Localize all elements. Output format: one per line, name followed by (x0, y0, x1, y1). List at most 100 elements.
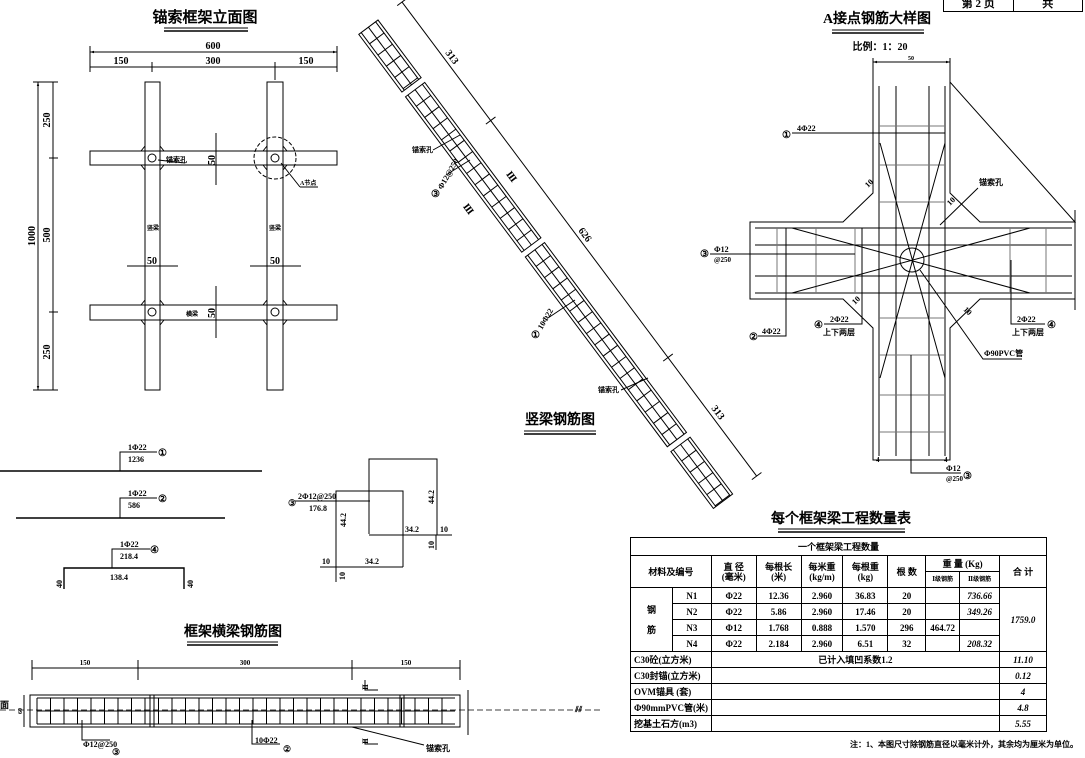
cross-beam-rebar-view: 框架横梁钢筋图 150 300 150 60 面 ⫽⫽ Φ12@250 ③ 10… (0, 623, 600, 757)
bar-n4-length: 218.4 (120, 552, 138, 561)
cell-bw: 1.570 (842, 619, 889, 636)
dim-bottom-height: 250 (42, 345, 53, 360)
table-row: OVM锚具 (套)4 (630, 683, 1047, 700)
bar-n4-spec: 1Φ22 (120, 540, 139, 549)
dim-total-width: 600 (206, 41, 221, 52)
node-detail-title: A接点钢筋大样图 (823, 10, 931, 27)
callout-2: ② (283, 744, 291, 754)
bar-n3-spec: 2Φ12@250 (298, 492, 336, 501)
dim-chamfer: 10 (850, 294, 862, 306)
table-row: 挖基土石方(m3)5.55 (630, 715, 1047, 732)
table-row: C30封锚(立方米)0.12 (630, 667, 1047, 684)
header-bar-weight: 每根重 (kg) (842, 555, 889, 588)
cell-n: 32 (887, 635, 927, 652)
cell-item: Φ90mmPVC管(米) (630, 699, 712, 716)
label-cross-stirrup: Φ12@250 (83, 740, 117, 749)
callout-3: ③ (431, 189, 440, 200)
cell-dia: Φ22 (710, 603, 757, 620)
bar-n1-length: 1236 (128, 455, 144, 464)
dim-vbeam-bottom: 313 (709, 404, 727, 423)
cell-g1 (925, 603, 961, 620)
bar-n3-length: 176.8 (309, 504, 327, 513)
dim-vbeam-top: 313 (443, 48, 461, 67)
beam-segment (358, 19, 422, 93)
label-vertical-beam-left: 竖梁 (147, 224, 159, 232)
dim-mid-height: 500 (42, 228, 53, 243)
cell-note (710, 715, 1001, 732)
bar-n2-spec: 1Φ22 (128, 489, 147, 498)
cell-n: 20 (887, 603, 927, 620)
table-caption: 一个框架梁工程数量 (630, 537, 1047, 556)
cell-bw: 36.83 (842, 587, 889, 604)
callout-4-right: ④ (1047, 320, 1056, 331)
section-mark-top: Ⅲ (504, 169, 519, 184)
label-node-a: A节点 (300, 179, 316, 187)
callout-3: ③ (112, 747, 120, 757)
bar-n3-hook: 10 (322, 557, 330, 566)
header-material: 材料及编号 (630, 555, 712, 588)
node-outline (749, 80, 1077, 461)
table-title: 每个框架梁工程数量表 (771, 510, 912, 527)
cell-len: 2.184 (755, 635, 802, 652)
cell-len: 12.36 (755, 587, 802, 604)
cell-total: 11.10 (999, 651, 1047, 668)
page-number: 第 2 页 (961, 0, 995, 10)
elevation-title: 锚索框架立面图 (152, 8, 257, 26)
note-1: 注：1、本图尺寸除钢筋直径以毫米计外，其余均为厘米为单位。 (850, 740, 1078, 749)
header-diameter: 直 径 (毫米) (710, 555, 757, 588)
dim-cross-mid: 300 (240, 659, 251, 667)
callout-2: ② (749, 332, 758, 343)
cell-len: 5.86 (755, 603, 802, 620)
anchor-hole-icon (147, 307, 157, 317)
bar-n1-spec: 1Φ22 (128, 443, 147, 452)
dim-right-width: 150 (299, 56, 314, 67)
node-detail-scale: 比例：1：20 (853, 40, 908, 53)
header-weight: 重 量 (Kg) (925, 555, 1001, 572)
cell-item: 挖基土石方(m3) (630, 715, 712, 732)
label-bar4-left-note: 上下两层 (823, 327, 855, 337)
bar-n3-callout: ③ (288, 498, 296, 508)
label-anchor-hole-lower: 锚索孔 (598, 385, 619, 394)
label-stirrup-left: Φ12 (714, 245, 729, 254)
cell-note: 已计入填凹系数1.2 (710, 651, 1001, 668)
bar-n2-callout: ② (158, 494, 167, 505)
header-count: 根 数 (887, 555, 927, 588)
pvc-pipe-icon (899, 247, 925, 273)
cell-total: 0.12 (999, 667, 1047, 684)
header-grade1: Ⅰ级钢筋 (925, 571, 961, 588)
page-total: 共 (1012, 0, 1083, 11)
ground-hatch-icon: ⫽⫽ (574, 705, 583, 714)
cell-bw: 17.46 (842, 603, 889, 620)
dim-node-width: 50 (908, 56, 914, 62)
node-a-callout-circle (253, 136, 297, 180)
bar-n4-leg-right: 40 (186, 580, 195, 588)
bar-n3-hook: 10 (440, 525, 448, 534)
cell-g1 (925, 587, 961, 604)
callout-4-left: ④ (814, 320, 823, 331)
label-anchor-hole-upper: 锚索孔 (412, 145, 433, 154)
bar-n2-length: 586 (128, 501, 140, 510)
bar-n3-width-1: 34.2 (405, 525, 419, 534)
cell-id: N2 (671, 603, 712, 620)
anchor-hole-icon (270, 153, 280, 163)
cell-item: OVM锚具 (套) (630, 683, 712, 700)
dim-cover: 4 (944, 456, 948, 464)
dim-left-width: 150 (114, 56, 129, 67)
callout-3-left: ③ (700, 249, 709, 260)
node-a-detail-view: A接点钢筋大样图 比例：1：20 50 ① 4Φ22 ③ Φ12 @250 ② … (700, 10, 1077, 483)
cell-g2 (959, 619, 1001, 636)
cell-dia: Φ22 (710, 635, 757, 652)
dim-cross-left: 150 (80, 659, 91, 667)
dim-col-right: 50 (270, 256, 280, 267)
cell-n: 20 (887, 587, 927, 604)
label-anchor-hole: 锚索孔 (166, 155, 187, 164)
label-stirrup-left-spacing: @250 (714, 256, 732, 264)
cell-g2: 736.66 (959, 587, 1001, 604)
steel-total: 1759.0 (999, 587, 1047, 652)
cell-dia: Φ22 (710, 587, 757, 604)
dim-chamfer: 10 (945, 195, 957, 207)
label-bar4-right-note: 上下两层 (1012, 327, 1044, 337)
cell-total: 4.8 (999, 699, 1047, 716)
bar-n3-height-1: 44.2 (339, 513, 348, 527)
